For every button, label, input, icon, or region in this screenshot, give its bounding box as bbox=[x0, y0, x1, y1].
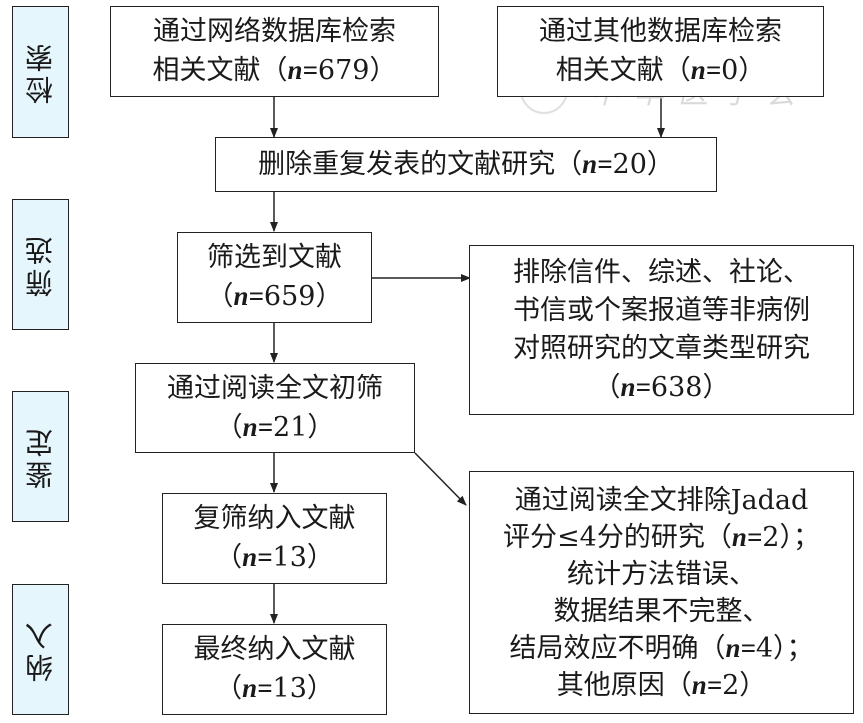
box-text: 统计方法错误、 bbox=[567, 558, 756, 590]
box-duplicates-removed: 删除重复发表的文献研究（n=20） bbox=[215, 137, 717, 192]
box-count-line: （n=659） bbox=[207, 277, 343, 316]
box-text-fragment: ）； bbox=[773, 632, 814, 664]
n-symbol: n= bbox=[233, 281, 264, 311]
box-rescreen-included: 复筛纳入文献 （n=13） bbox=[162, 493, 387, 584]
count-value: 13 bbox=[272, 542, 307, 573]
n-symbol: n= bbox=[287, 55, 318, 85]
count-value: 21 bbox=[273, 411, 308, 443]
box-text: 复筛纳入文献 bbox=[193, 503, 356, 534]
box-text-fragment: （ bbox=[215, 673, 243, 704]
box-text-fragment: 相关文献（ bbox=[152, 55, 288, 86]
box-count-line: 相关文献（n=0） bbox=[556, 51, 766, 90]
box-other-search: 通过其他数据库检索 相关文献（n=0） bbox=[497, 6, 824, 97]
box-text-fragment: ） bbox=[739, 669, 767, 701]
n-symbol: n= bbox=[582, 149, 613, 179]
n-symbol: n= bbox=[620, 371, 651, 402]
box-text-fragment: ） bbox=[307, 411, 335, 443]
box-text: 通过阅读全文排除Jadad bbox=[514, 484, 809, 516]
box-text-fragment: ） bbox=[369, 55, 397, 86]
count-value: 679 bbox=[317, 55, 370, 86]
n-symbol: n= bbox=[242, 411, 274, 442]
box-text-fragment: 其他原因（ bbox=[556, 669, 692, 701]
box-count-line: 其他原因（n=2） bbox=[557, 667, 767, 704]
box-text-fragment: ） bbox=[315, 281, 343, 312]
box-text: 通过网络数据库检索 bbox=[153, 16, 396, 47]
box-text: 筛选到文献 bbox=[207, 242, 342, 273]
box-count-line: 删除重复发表的文献研究（n=20） bbox=[258, 145, 674, 184]
n-symbol: n= bbox=[725, 632, 756, 663]
box-count-line: 相关文献（n=679） bbox=[153, 51, 397, 90]
phase-label: 纳入 bbox=[23, 617, 57, 682]
box-text-fragment: （ bbox=[215, 411, 243, 443]
count-value: 2 bbox=[762, 521, 780, 553]
box-text-fragment: 评分≤4分的研究（ bbox=[503, 521, 732, 553]
box-text: 排除信件、综述、社论、 bbox=[513, 256, 810, 288]
count-value: 638 bbox=[650, 371, 703, 403]
box-text-fragment: 相关文献（ bbox=[555, 55, 691, 86]
box-text: 通过阅读全文初筛 bbox=[167, 372, 383, 404]
box-final-included: 最终纳入文献 （n=13） bbox=[162, 624, 387, 715]
box-count-line: （n=638） bbox=[594, 368, 730, 407]
box-text-fragment: （ bbox=[206, 281, 234, 312]
phase-included: 纳入 bbox=[12, 584, 69, 715]
box-count-line: （n=13） bbox=[215, 669, 334, 708]
box-text-fragment: ）； bbox=[779, 521, 820, 553]
phase-eligibility: 鉴定 bbox=[12, 391, 69, 522]
box-text: 书信或个案报道等非病例 bbox=[513, 294, 810, 326]
n-symbol: n= bbox=[731, 521, 763, 552]
n-symbol: n= bbox=[242, 673, 273, 703]
phase-screening: 筛选 bbox=[12, 199, 69, 330]
box-excluded-article-type: 排除信件、综述、社论、 书信或个案报道等非病例 对照研究的文章类型研究 （n=6… bbox=[469, 245, 854, 415]
arrow-fulltext-to-excluded bbox=[414, 452, 467, 506]
phase-identification: 检索 bbox=[12, 6, 69, 138]
n-symbol: n= bbox=[242, 542, 273, 572]
box-count-line: （n=21） bbox=[216, 408, 335, 447]
count-value: 659 bbox=[263, 281, 316, 312]
box-text-fragment: ） bbox=[702, 371, 730, 403]
box-text: 最终纳入文献 bbox=[193, 634, 356, 665]
box-text-fragment: ） bbox=[646, 149, 674, 180]
box-text-fragment: ） bbox=[738, 55, 766, 86]
box-text-fragment: （ bbox=[593, 371, 621, 403]
count-value: 4 bbox=[755, 632, 774, 664]
box-count-line: （n=13） bbox=[215, 538, 334, 577]
box-text-fragment: 删除重复发表的文献研究（ bbox=[258, 149, 583, 180]
box-screened: 筛选到文献 （n=659） bbox=[177, 232, 372, 323]
box-text-fragment: ） bbox=[306, 673, 334, 704]
phase-label: 筛选 bbox=[23, 232, 57, 297]
box-text: 对照研究的文章类型研究 bbox=[513, 332, 810, 364]
phase-label: 检索 bbox=[23, 40, 57, 104]
count-value: 20 bbox=[612, 149, 647, 180]
box-text: 通过其他数据库检索 bbox=[539, 16, 782, 47]
count-value: 13 bbox=[272, 673, 307, 704]
box-excluded-fulltext: 通过阅读全文排除Jadad 评分≤4分的研究（n=2）； 统计方法错误、 数据结… bbox=[469, 471, 854, 714]
count-value: 0 bbox=[721, 55, 739, 86]
box-text-fragment: 结局效应不明确（ bbox=[509, 632, 726, 664]
n-symbol: n= bbox=[691, 669, 723, 700]
box-database-search: 通过网络数据库检索 相关文献（n=679） bbox=[110, 6, 439, 97]
box-fulltext-initial-screen: 通过阅读全文初筛 （n=21） bbox=[135, 363, 415, 453]
phase-label: 鉴定 bbox=[23, 424, 57, 489]
n-symbol: n= bbox=[690, 55, 722, 85]
box-count-line: 结局效应不明确（n=4）； bbox=[509, 630, 813, 667]
box-count-line: 评分≤4分的研究（n=2）； bbox=[503, 519, 820, 556]
box-text: 数据结果不完整、 bbox=[553, 595, 770, 627]
count-value: 2 bbox=[722, 669, 740, 701]
box-text-fragment: （ bbox=[215, 542, 243, 573]
box-text-fragment: ） bbox=[306, 542, 334, 573]
